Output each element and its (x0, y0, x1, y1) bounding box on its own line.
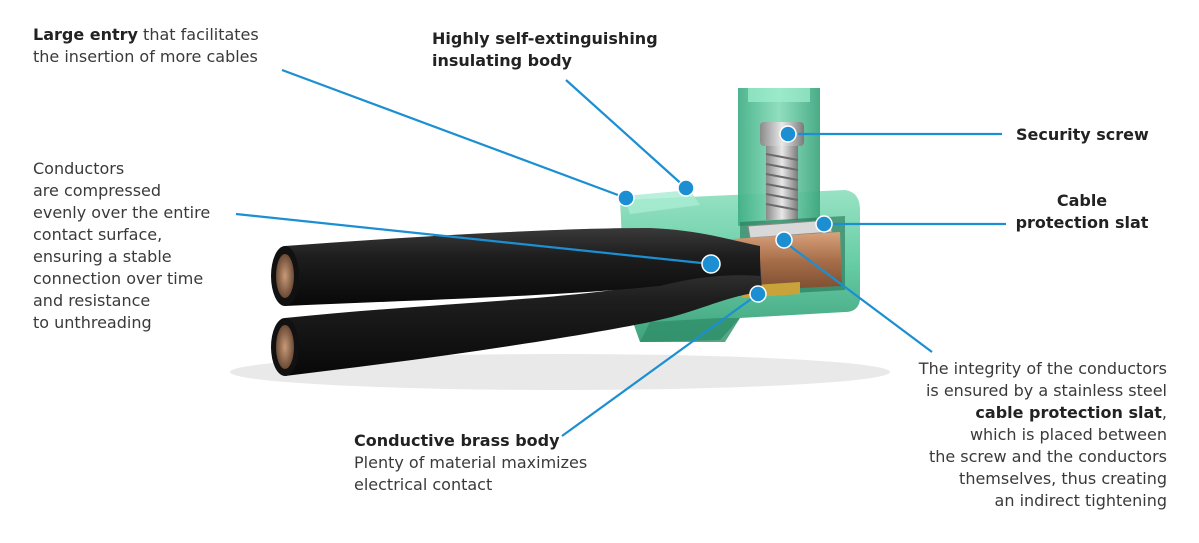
integrity-line7: an indirect tightening (994, 491, 1167, 510)
brass-body-line2: electrical contact (354, 475, 493, 494)
callout-integrity: The integrity of the conductors is ensur… (847, 358, 1167, 512)
callout-security-screw: Security screw (1016, 124, 1149, 146)
conductors-line: connection over time (33, 269, 204, 288)
conductors-line: and resistance (33, 291, 151, 310)
conductors-line: to unthreading (33, 313, 152, 332)
callout-self-extinguishing: Highly self-extinguishing insulating bod… (432, 28, 658, 72)
integrity-comma: , (1161, 403, 1167, 422)
conductors-line: ensuring a stable (33, 247, 172, 266)
callout-large-entry: Large entry that facilitates the inserti… (33, 24, 259, 68)
integrity-line5: the screw and the conductors (928, 447, 1167, 466)
brass-body-title: Conductive brass body (354, 431, 560, 450)
self-extinguishing-line2: insulating body (432, 51, 572, 70)
callout-brass-body: Conductive brass body Plenty of material… (354, 430, 587, 496)
cable-slat-line1: Cable (1056, 191, 1108, 210)
brass-body-line1: Plenty of material maximizes (354, 453, 588, 472)
large-entry-text: that facilitates (137, 25, 259, 44)
upper-cable (271, 228, 760, 306)
drop-shadow (230, 354, 890, 390)
conductors-line: Conductors (33, 159, 125, 178)
self-extinguishing-line1: Highly self-extinguishing (432, 29, 658, 48)
conductors-line: contact surface, (33, 225, 163, 244)
integrity-line6: themselves, thus creating (959, 469, 1167, 488)
callout-conductors: Conductors are compressed evenly over th… (33, 158, 210, 334)
integrity-line4: which is placed between (969, 425, 1167, 444)
callout-lines (235, 68, 1006, 437)
conductors-line: are compressed (33, 181, 162, 200)
security-screw-title: Security screw (1016, 125, 1149, 144)
integrity-line2: is ensured by a stainless steel (925, 381, 1167, 400)
large-entry-line2: the insertion of more cables (33, 47, 258, 66)
large-entry-bold: Large entry (33, 25, 138, 44)
integrity-bold: cable protection slat (975, 403, 1162, 422)
callout-cable-protection-slat: Cable protection slat (1012, 190, 1152, 234)
callout-dots (617, 125, 833, 303)
conductors-line: evenly over the entire (33, 203, 211, 222)
cable-slat-line2: protection slat (1015, 213, 1149, 232)
integrity-line1: The integrity of the conductors (918, 359, 1167, 378)
protection-slat (747, 219, 833, 239)
